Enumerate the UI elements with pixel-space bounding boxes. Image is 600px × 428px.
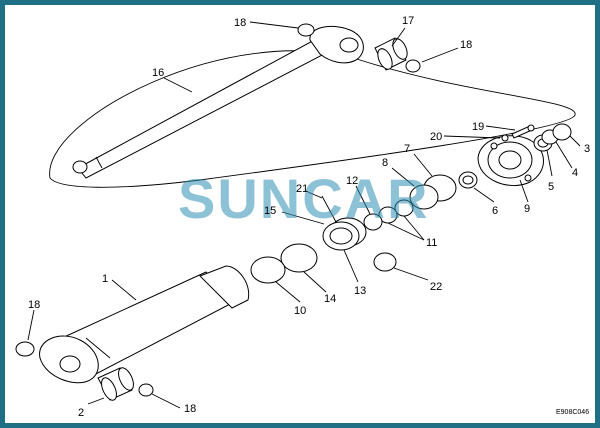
callout-16: 16 (152, 67, 164, 79)
o-ring-8 (409, 184, 439, 210)
callout-13: 13 (354, 285, 366, 297)
callout-1: 1 (102, 273, 108, 285)
callout-14: 14 (324, 293, 336, 305)
cushion-ring-14 (280, 243, 318, 273)
callout-19: 19 (472, 121, 484, 133)
bolt-19 (511, 124, 535, 139)
callout-9: 9 (524, 203, 530, 215)
callout-12: 12 (346, 175, 358, 187)
callout-2: 2 (78, 407, 84, 419)
callout-6: 6 (492, 205, 498, 217)
leader-lines (27, 21, 581, 409)
seal-ring-18-left (15, 341, 35, 357)
slide-ring-10 (250, 256, 286, 284)
brand-watermark: SUNCAR (178, 167, 430, 230)
callout-18-right: 18 (460, 39, 472, 51)
o-ring-20 (501, 134, 509, 142)
callout-5: 5 (548, 181, 554, 193)
piston-13 (322, 217, 367, 251)
bushing-6 (458, 171, 478, 189)
cylinder-tube (39, 265, 250, 384)
callout-18-left: 18 (28, 299, 40, 311)
callout-4: 4 (572, 167, 578, 179)
callout-18-bottom: 18 (184, 403, 196, 415)
callout-20: 20 (430, 131, 442, 143)
callout-8: 8 (382, 157, 388, 169)
callout-18-top: 18 (234, 17, 246, 29)
o-ring-22 (373, 252, 397, 272)
bushing-17 (374, 37, 408, 71)
piston-rod (72, 25, 364, 179)
callout-3: 3 (584, 143, 590, 155)
callout-7: 7 (404, 143, 410, 155)
callout-17: 17 (402, 15, 414, 27)
dust-wiper-3 (552, 123, 572, 141)
seal-ring-18-right (405, 59, 421, 73)
nut-21-pin (321, 195, 337, 223)
callout-22: 22 (430, 281, 442, 293)
seal-ring-18-top (297, 23, 315, 37)
seal-ring-18-bottom (138, 383, 154, 397)
callout-10: 10 (294, 305, 306, 317)
drawing-code: E908C046 (556, 409, 589, 416)
callout-15: 15 (264, 205, 276, 217)
ring-12 (363, 213, 383, 231)
callout-21: 21 (296, 183, 308, 195)
rod-group-outline (49, 50, 576, 188)
callout-11: 11 (426, 237, 437, 249)
rod-head-9 (477, 135, 544, 187)
bushing-2 (97, 367, 134, 401)
